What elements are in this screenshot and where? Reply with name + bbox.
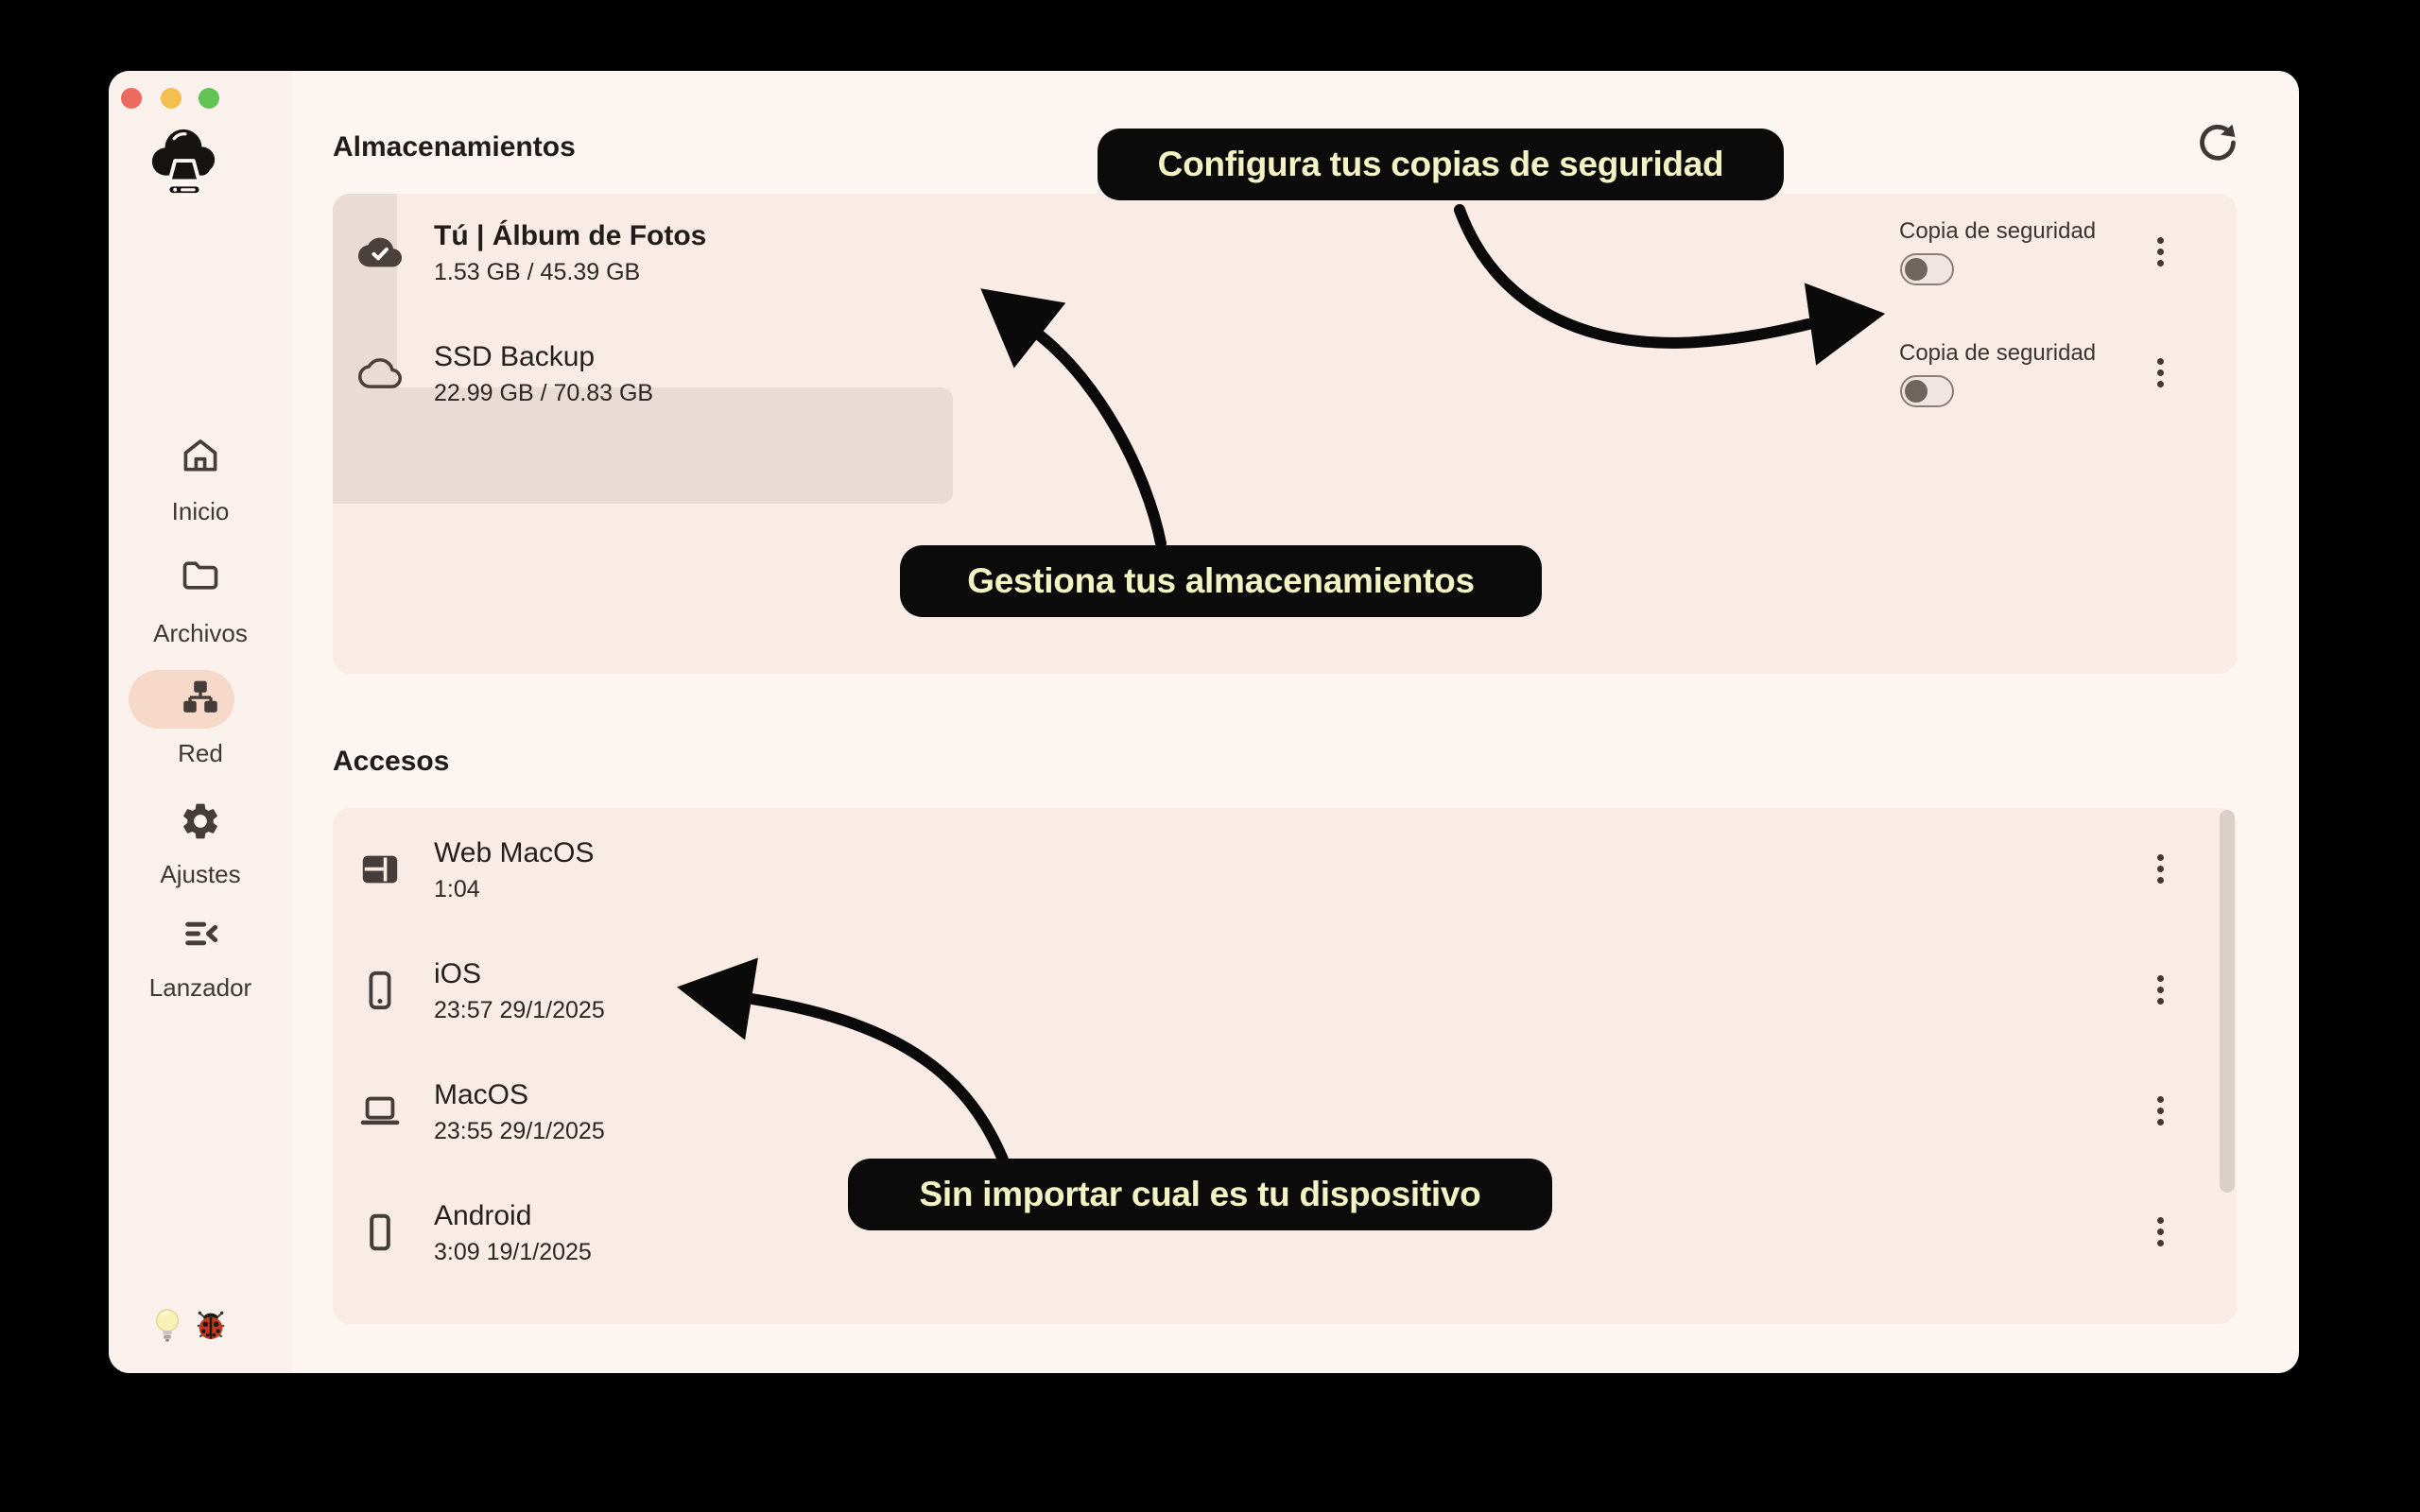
storage-name: SSD Backup xyxy=(434,340,596,372)
callout-backups: Configura tus copias de seguridad xyxy=(1098,129,1784,200)
cloud-icon xyxy=(358,352,402,395)
callout-devices: Sin importar cual es tu dispositivo xyxy=(848,1159,1552,1230)
access-time: 23:55 29/1/2025 xyxy=(434,1117,605,1144)
sidebar-item-label: Lanzador xyxy=(148,973,252,1002)
storages-section-title: Almacenamientos xyxy=(333,131,576,163)
selected-row-highlight xyxy=(333,387,953,504)
ladybug-icon[interactable] xyxy=(192,1307,230,1345)
storage-name: Tú | Álbum de Fotos xyxy=(434,219,707,251)
storage-row-album[interactable]: Tú | Álbum de Fotos 1.53 GB / 45.39 GB xyxy=(358,209,706,296)
cloud-check-icon xyxy=(358,231,402,274)
traffic-light-maximize-button[interactable] xyxy=(199,88,219,109)
access-name: MacOS xyxy=(434,1078,529,1110)
kebab-menu-icon[interactable] xyxy=(2149,233,2171,270)
kebab-menu-icon[interactable] xyxy=(2149,1092,2171,1129)
toggle-knob xyxy=(1905,257,1927,281)
backup-label: Copia de seguridad xyxy=(1899,340,2097,366)
app-window: Inicio Archivos Red xyxy=(109,71,2299,1373)
storage-usage: 22.99 GB / 70.83 GB xyxy=(434,379,654,406)
toggle-knob xyxy=(1905,379,1927,403)
sidebar-item-label: Archivos xyxy=(153,619,248,647)
access-row-android: Android 3:09 19/1/2025 xyxy=(358,1189,592,1276)
refresh-icon[interactable] xyxy=(2196,121,2239,164)
storage-row-ssd[interactable]: SSD Backup 22.99 GB / 70.83 GB xyxy=(358,330,653,417)
accesses-section-title: Accesos xyxy=(333,746,450,777)
active-item-pill xyxy=(129,670,234,729)
menu-collapse-icon xyxy=(181,914,220,954)
kebab-menu-icon[interactable] xyxy=(2149,1213,2171,1250)
access-row-web-macos: Web MacOS 1:04 xyxy=(358,826,595,913)
traffic-light-close-button[interactable] xyxy=(121,88,142,109)
tablet-icon xyxy=(358,1211,402,1254)
home-icon xyxy=(180,435,221,476)
storage-usage: 1.53 GB / 45.39 GB xyxy=(434,258,641,285)
backup-label: Copia de seguridad xyxy=(1899,218,2097,244)
traffic-light-minimize-button[interactable] xyxy=(161,88,182,109)
access-name: iOS xyxy=(434,957,482,989)
sidebar-item-label: Ajustes xyxy=(160,860,241,888)
storages-panel: Tú | Álbum de Fotos 1.53 GB / 45.39 GB S… xyxy=(333,194,2237,674)
sidebar-item-label: Red xyxy=(178,739,223,767)
folder-icon xyxy=(180,555,221,596)
access-time: 3:09 19/1/2025 xyxy=(434,1238,592,1265)
scrollbar-thumb[interactable] xyxy=(2220,810,2235,1193)
sidebar-item-label: Inicio xyxy=(171,497,230,525)
backup-toggle-album[interactable] xyxy=(1900,253,1954,285)
sidebar: Inicio Archivos Red xyxy=(109,71,292,1373)
lightbulb-icon[interactable] xyxy=(151,1307,183,1345)
cloud-drive-logo-icon xyxy=(147,123,220,200)
kebab-menu-icon[interactable] xyxy=(2149,354,2171,391)
kebab-menu-icon[interactable] xyxy=(2149,850,2171,887)
browser-window-icon xyxy=(358,848,402,891)
access-name: Android xyxy=(434,1199,532,1231)
network-icon xyxy=(180,678,221,719)
gear-icon xyxy=(179,799,222,843)
access-time: 1:04 xyxy=(434,875,480,902)
kebab-menu-icon[interactable] xyxy=(2149,971,2171,1008)
access-row-ios: iOS 23:57 29/1/2025 xyxy=(358,947,605,1034)
access-time: 23:57 29/1/2025 xyxy=(434,996,605,1023)
access-row-macos: MacOS 23:55 29/1/2025 xyxy=(358,1068,605,1155)
smartphone-icon xyxy=(358,969,402,1012)
callout-storages: Gestiona tus almacenamientos xyxy=(900,545,1542,617)
access-name: Web MacOS xyxy=(434,836,595,868)
backup-toggle-ssd[interactable] xyxy=(1900,375,1954,407)
accesses-panel: Web MacOS 1:04 iOS 23:57 29/1/2025 xyxy=(333,808,2237,1324)
laptop-icon xyxy=(358,1090,402,1133)
